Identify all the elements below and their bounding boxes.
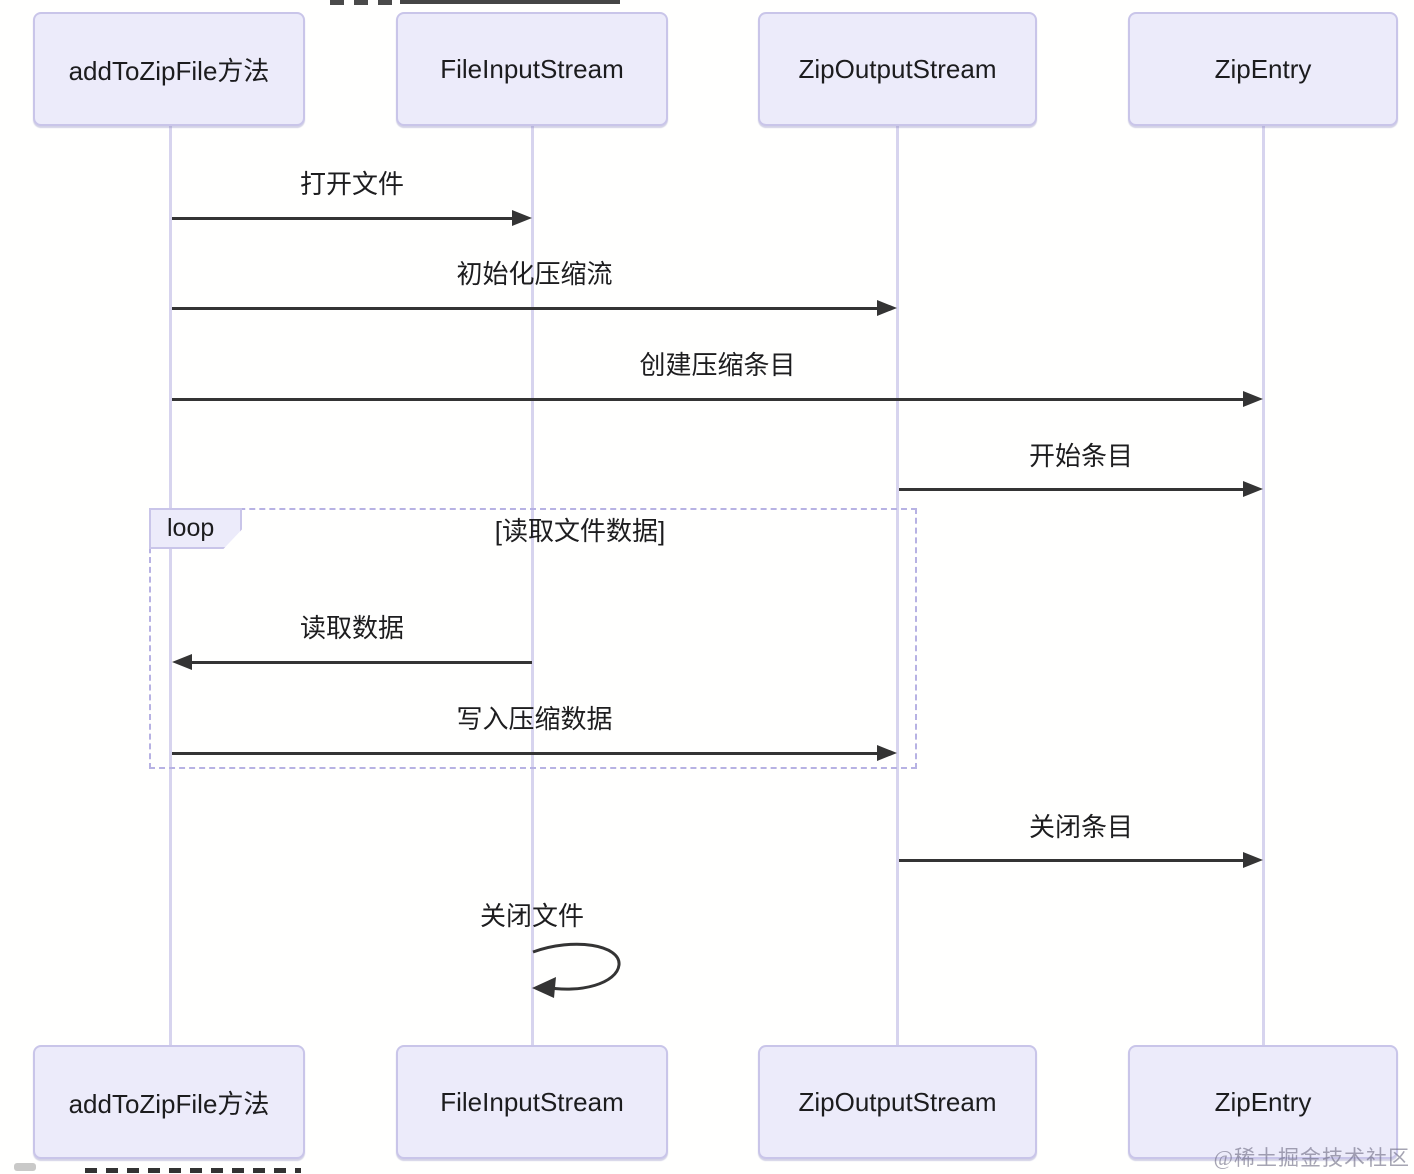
message-label-close-entry: 关闭条目 [1028,812,1133,842]
cropped-bottom-artifact [14,1163,36,1171]
actor-label: addToZipFile方法 [68,55,270,86]
lifeline-addtozipfile [169,126,172,1045]
actor-label: ZipEntry [1214,53,1312,84]
message-label-begin-entry: 开始条目 [1028,441,1133,471]
message-label-close-file: 关闭文件 [479,901,584,931]
actor-label: addToZipFile方法 [68,1088,270,1119]
arrowhead-icon [877,300,897,316]
actor-label: ZipEntry [1214,1086,1312,1117]
lifeline-fileinputstream [531,126,534,1045]
actor-bottom-zipoutputstream: ZipOutputStream [758,1045,1037,1159]
message-arrow-read-data [192,661,532,664]
actor-top-zipoutputstream: ZipOutputStream [758,12,1037,126]
message-arrow-create-entry [172,398,1243,401]
lifeline-zipentry [1262,126,1265,1045]
message-label-read-data: 读取数据 [299,613,404,643]
actor-bottom-addtozipfile: addToZipFile方法 [33,1045,305,1159]
cropped-title-artifact [400,0,620,4]
arrowhead-icon [172,654,192,670]
message-label-open-file: 打开文件 [299,169,404,199]
cropped-bottom-artifact [85,1168,301,1173]
message-arrow-begin-entry [899,488,1243,491]
actor-label: ZipOutputStream [798,1086,997,1117]
message-label-create-entry: 创建压缩条目 [639,350,796,380]
arrowhead-icon [1243,391,1263,407]
message-label-write-data: 写入压缩数据 [456,704,613,734]
message-arrow-open-file [172,217,512,220]
cropped-title-artifact [330,0,396,5]
message-arrow-write-data [172,752,877,755]
actor-label: FileInputStream [440,53,624,84]
actor-top-addtozipfile: addToZipFile方法 [33,12,305,126]
message-label-init-stream: 初始化压缩流 [456,259,613,289]
loop-condition-label: [读取文件数据] [494,516,666,546]
arrowhead-icon [532,977,556,998]
arrowhead-icon [877,745,897,761]
loop-label: loop [167,514,215,542]
arrowhead-icon [1243,852,1263,868]
actor-top-zipentry: ZipEntry [1128,12,1398,126]
message-arrow-close-entry [899,859,1243,862]
message-arrow-init-stream [172,307,877,310]
actor-top-fileinputstream: FileInputStream [396,12,668,126]
actor-label: FileInputStream [440,1086,624,1117]
watermark-text: @稀土掘金技术社区 [1213,1146,1410,1170]
actor-label: ZipOutputStream [798,53,997,84]
actor-bottom-zipentry: ZipEntry [1128,1045,1398,1159]
loop-label-tab: loop [149,508,242,549]
lifeline-zipoutputstream [896,126,899,1045]
arrowhead-icon [1243,481,1263,497]
self-loop-arrow [532,942,621,998]
arrowhead-icon [512,210,532,226]
loop-frame [149,508,917,769]
actor-bottom-fileinputstream: FileInputStream [396,1045,668,1159]
